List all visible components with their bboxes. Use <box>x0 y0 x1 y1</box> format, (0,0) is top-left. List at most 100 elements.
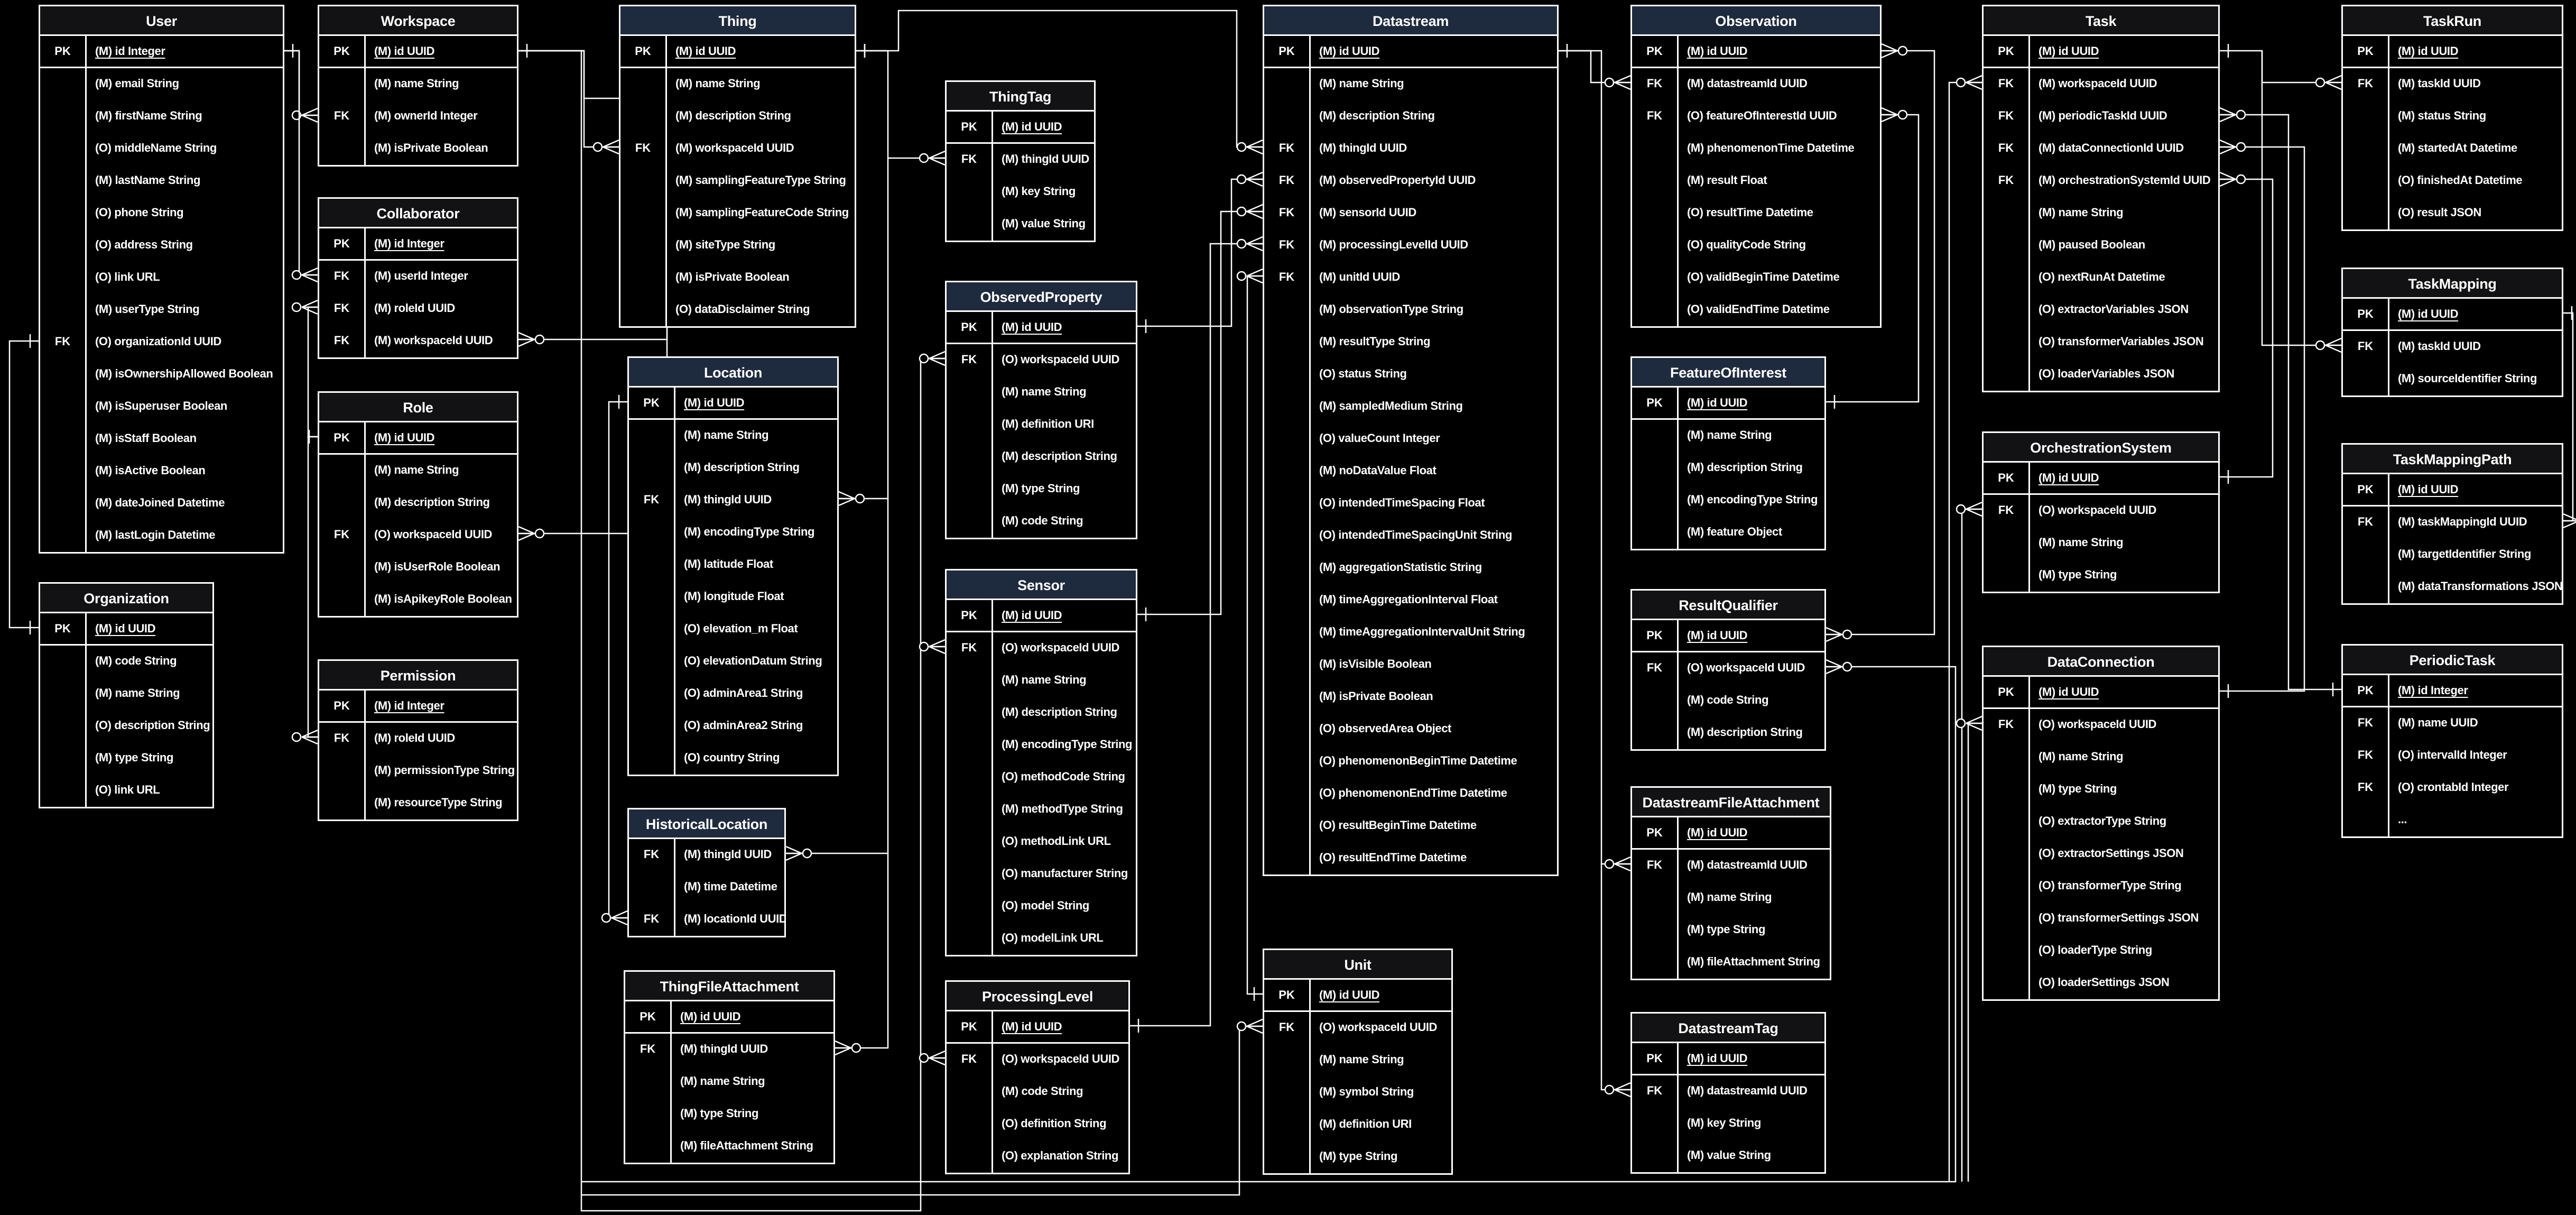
relationship-task-orchestrationsystem-zero-or-many-icon <box>2236 174 2246 185</box>
pk-key-label: PK <box>1632 1043 1679 1074</box>
entity-title: Datastream <box>1264 6 1557 36</box>
attribute-text: (M) id Integer <box>95 44 165 58</box>
relationship-resultqualifier-observation <box>1826 50 1935 636</box>
relationship-workspace-owner-user <box>301 114 318 123</box>
key-cell <box>40 391 87 423</box>
attribute-text: (M) dateJoined Datetime <box>95 496 225 509</box>
entity-title: DatastreamFileAttachment <box>1632 788 1830 817</box>
attribute-row: (O) finishedAt Datetime <box>2343 165 2562 197</box>
attribute-text: (O) link URL <box>95 783 160 796</box>
relationship-observation-featureofinterest <box>1881 107 1898 116</box>
relationship-task-dataconnection <box>2219 139 2236 148</box>
attribute-row: (M) isSuperuser Boolean <box>40 391 283 423</box>
attribute-text: (O) intervalId Integer <box>2398 748 2507 761</box>
attribute-row: (M) methodType String <box>947 794 1136 826</box>
relationship-observation-datastream <box>1614 81 1631 90</box>
attribute-text: (O) workspaceId UUID <box>1319 1020 1438 1034</box>
pk-key-label: PK <box>1984 36 2030 67</box>
entity-title: HistoricalLocation <box>629 809 784 839</box>
key-cell <box>1264 1141 1311 1173</box>
attribute-text: (O) modelLink URL <box>1002 931 1104 944</box>
attribute-text: (O) status String <box>1319 367 1407 380</box>
key-cell <box>1984 358 2030 391</box>
attribute-row: PK(M) id UUID <box>1984 677 2218 709</box>
attribute-row: (M) isPrivate Boolean <box>1264 681 1557 713</box>
attribute-text: (M) taskId UUID <box>2398 77 2481 90</box>
relationship-observation-datastream-zero-or-many-icon <box>1604 77 1615 88</box>
attribute-text: (O) transformerType String <box>2038 879 2182 892</box>
attribute-row: (O) loaderVariables JSON <box>1984 358 2218 391</box>
key-cell <box>620 229 667 262</box>
relationship-collaborator-workspace <box>518 332 535 340</box>
key-cell <box>1264 520 1311 552</box>
relationship-resultqualifier-workspace <box>1826 659 1842 668</box>
relationship-resultqualifier-workspace <box>581 666 1957 1183</box>
key-cell <box>629 581 675 613</box>
relationship-task-workspace <box>1966 75 1982 84</box>
attribute-row: (M) encodingType String <box>629 517 837 549</box>
key-cell <box>629 549 675 581</box>
relationship-task-dataconnection <box>2219 146 2236 155</box>
attribute-text: (M) isPrivate Boolean <box>374 141 488 154</box>
key-cell <box>1264 713 1311 745</box>
attribute-row: PK(M) id UUID <box>1984 463 2218 495</box>
relationship-datastreamtag-datastream <box>1614 1082 1631 1091</box>
relationship-dataconnection-workspace <box>1967 722 1982 1182</box>
attribute-text: (M) definition URI <box>1319 1117 1412 1130</box>
key-cell <box>319 487 366 519</box>
attribute-row: FK(M) orchestrationSystemId UUID <box>1984 165 2218 197</box>
key-cell <box>947 697 993 729</box>
attribute-text: (O) finishedAt Datetime <box>2398 173 2523 187</box>
attribute-text: (M) status String <box>2398 109 2486 122</box>
relationship-resultqualifier-observation <box>1826 633 1842 642</box>
fk-key-label: FK <box>319 723 366 755</box>
fk-key-label: FK <box>319 293 366 325</box>
attribute-text: (O) phenomenonBeginTime Datetime <box>1319 754 1517 767</box>
attribute-text: (M) id Integer <box>2398 684 2468 697</box>
attribute-row: PK(M) id UUID <box>947 112 1094 144</box>
attribute-text: (M) permissionType String <box>374 763 515 777</box>
relationship-datastream-observedproperty <box>1246 171 1263 180</box>
key-cell <box>319 787 366 820</box>
pk-key-label: PK <box>1984 677 2030 707</box>
attribute-text: (M) thingId UUID <box>684 493 772 506</box>
key-cell <box>1984 326 2030 358</box>
attribute-row: (M) startedAt Datetime <box>2343 133 2562 165</box>
attribute-row: (M) isUserRole Boolean <box>319 551 517 584</box>
attribute-row: PK(M) id UUID <box>2343 474 2562 507</box>
attribute-text: (M) key String <box>1002 185 1076 198</box>
attribute-text: (O) definition String <box>1002 1117 1107 1130</box>
relationship-taskrun-task <box>2325 75 2342 84</box>
relationship-resultqualifier-observation-zero-or-many-icon <box>1842 629 1852 640</box>
key-cell <box>1264 842 1311 875</box>
attribute-row: FK(O) featureOfInterestId UUID <box>1632 100 1880 133</box>
key-cell <box>1264 455 1311 487</box>
attribute-row: (M) description String <box>947 441 1136 473</box>
attribute-row: PK(M) id UUID <box>1632 388 1824 420</box>
entity-title: ThingFileAttachment <box>625 972 833 1001</box>
relationship-taskrun-task-zero-or-many-icon <box>2315 77 2325 88</box>
attribute-text: (O) crontabId Integer <box>2398 780 2509 794</box>
relationship-historicallocation-location <box>611 910 628 919</box>
attribute-row: (M) firstName String <box>40 100 283 133</box>
attribute-row: PK(M) id UUID <box>629 388 837 420</box>
attribute-row: (O) extractorType String <box>1984 806 2218 838</box>
attribute-text: (M) id UUID <box>1687 826 1748 839</box>
relationship-observation-datastream <box>1559 50 1630 84</box>
attribute-text: (O) manufacturer String <box>1002 867 1128 880</box>
attribute-row: (M) encodingType String <box>947 729 1136 761</box>
attribute-text: (M) description String <box>684 461 800 474</box>
relationship-orchestrationsystem-workspace <box>1966 501 1982 510</box>
attribute-row: (M) fileAttachment String <box>625 1130 833 1163</box>
attribute-row: (M) name String <box>319 68 517 100</box>
attribute-row: ... <box>2343 804 2562 836</box>
relationship-location-thing <box>838 498 855 507</box>
attribute-text: (M) id UUID <box>2398 483 2459 496</box>
key-cell <box>1632 229 1679 262</box>
relationship-historicallocation-thing <box>785 845 802 854</box>
attribute-text: (M) name String <box>1687 428 1772 441</box>
attribute-text: (M) resultType String <box>1319 335 1430 348</box>
attribute-row: FK(M) datastreamId UUID <box>1632 1075 1824 1108</box>
